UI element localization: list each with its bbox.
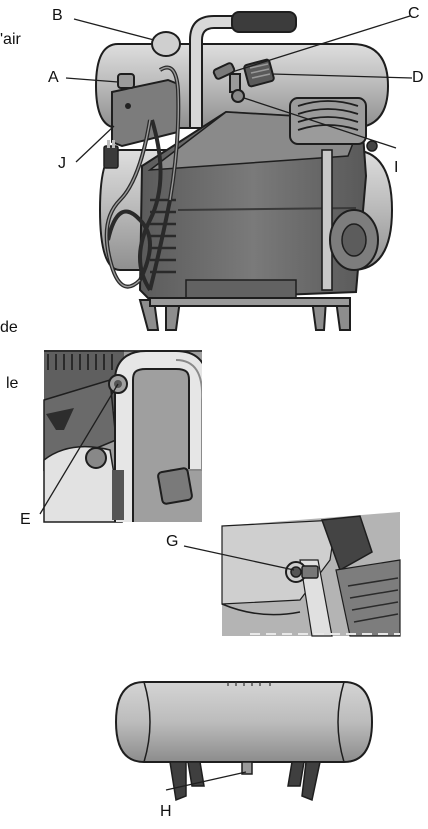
control-box-switch xyxy=(125,103,131,109)
text-fragment-le: le xyxy=(6,375,19,392)
cylinder-head xyxy=(289,97,367,145)
callout-g: G xyxy=(166,533,179,550)
power-cord-highlight xyxy=(105,66,180,288)
gauge-b xyxy=(151,31,181,57)
cord-plug xyxy=(103,140,119,169)
callout-b: B xyxy=(52,7,63,24)
callout-a: A xyxy=(48,69,59,86)
regulator-knob-c xyxy=(212,62,241,93)
text-fragment-de: de xyxy=(0,319,18,336)
base-legs xyxy=(138,297,351,331)
small-port xyxy=(366,140,378,152)
callout-e: E xyxy=(20,511,31,528)
drain-valve-h xyxy=(241,761,253,775)
bottom-tank-legs xyxy=(169,761,321,802)
callout-i: I xyxy=(394,159,399,176)
handle-grip xyxy=(231,11,297,33)
compressor-main-view xyxy=(94,11,394,331)
text-fragment-air: 'air xyxy=(0,31,21,48)
callout-c: C xyxy=(408,5,420,22)
leader-lines xyxy=(39,15,413,791)
valve-i xyxy=(231,89,245,103)
bottom-tank xyxy=(114,681,374,763)
end-cap-inner xyxy=(341,223,367,257)
switch-a xyxy=(117,73,135,89)
callout-d: D xyxy=(412,69,424,86)
callout-h: H xyxy=(160,803,172,820)
callout-j: J xyxy=(58,155,66,172)
closeup-e xyxy=(43,350,240,523)
bottom-tank-view xyxy=(114,681,374,802)
closeup-g xyxy=(221,512,401,637)
discharge-tube xyxy=(321,149,333,291)
